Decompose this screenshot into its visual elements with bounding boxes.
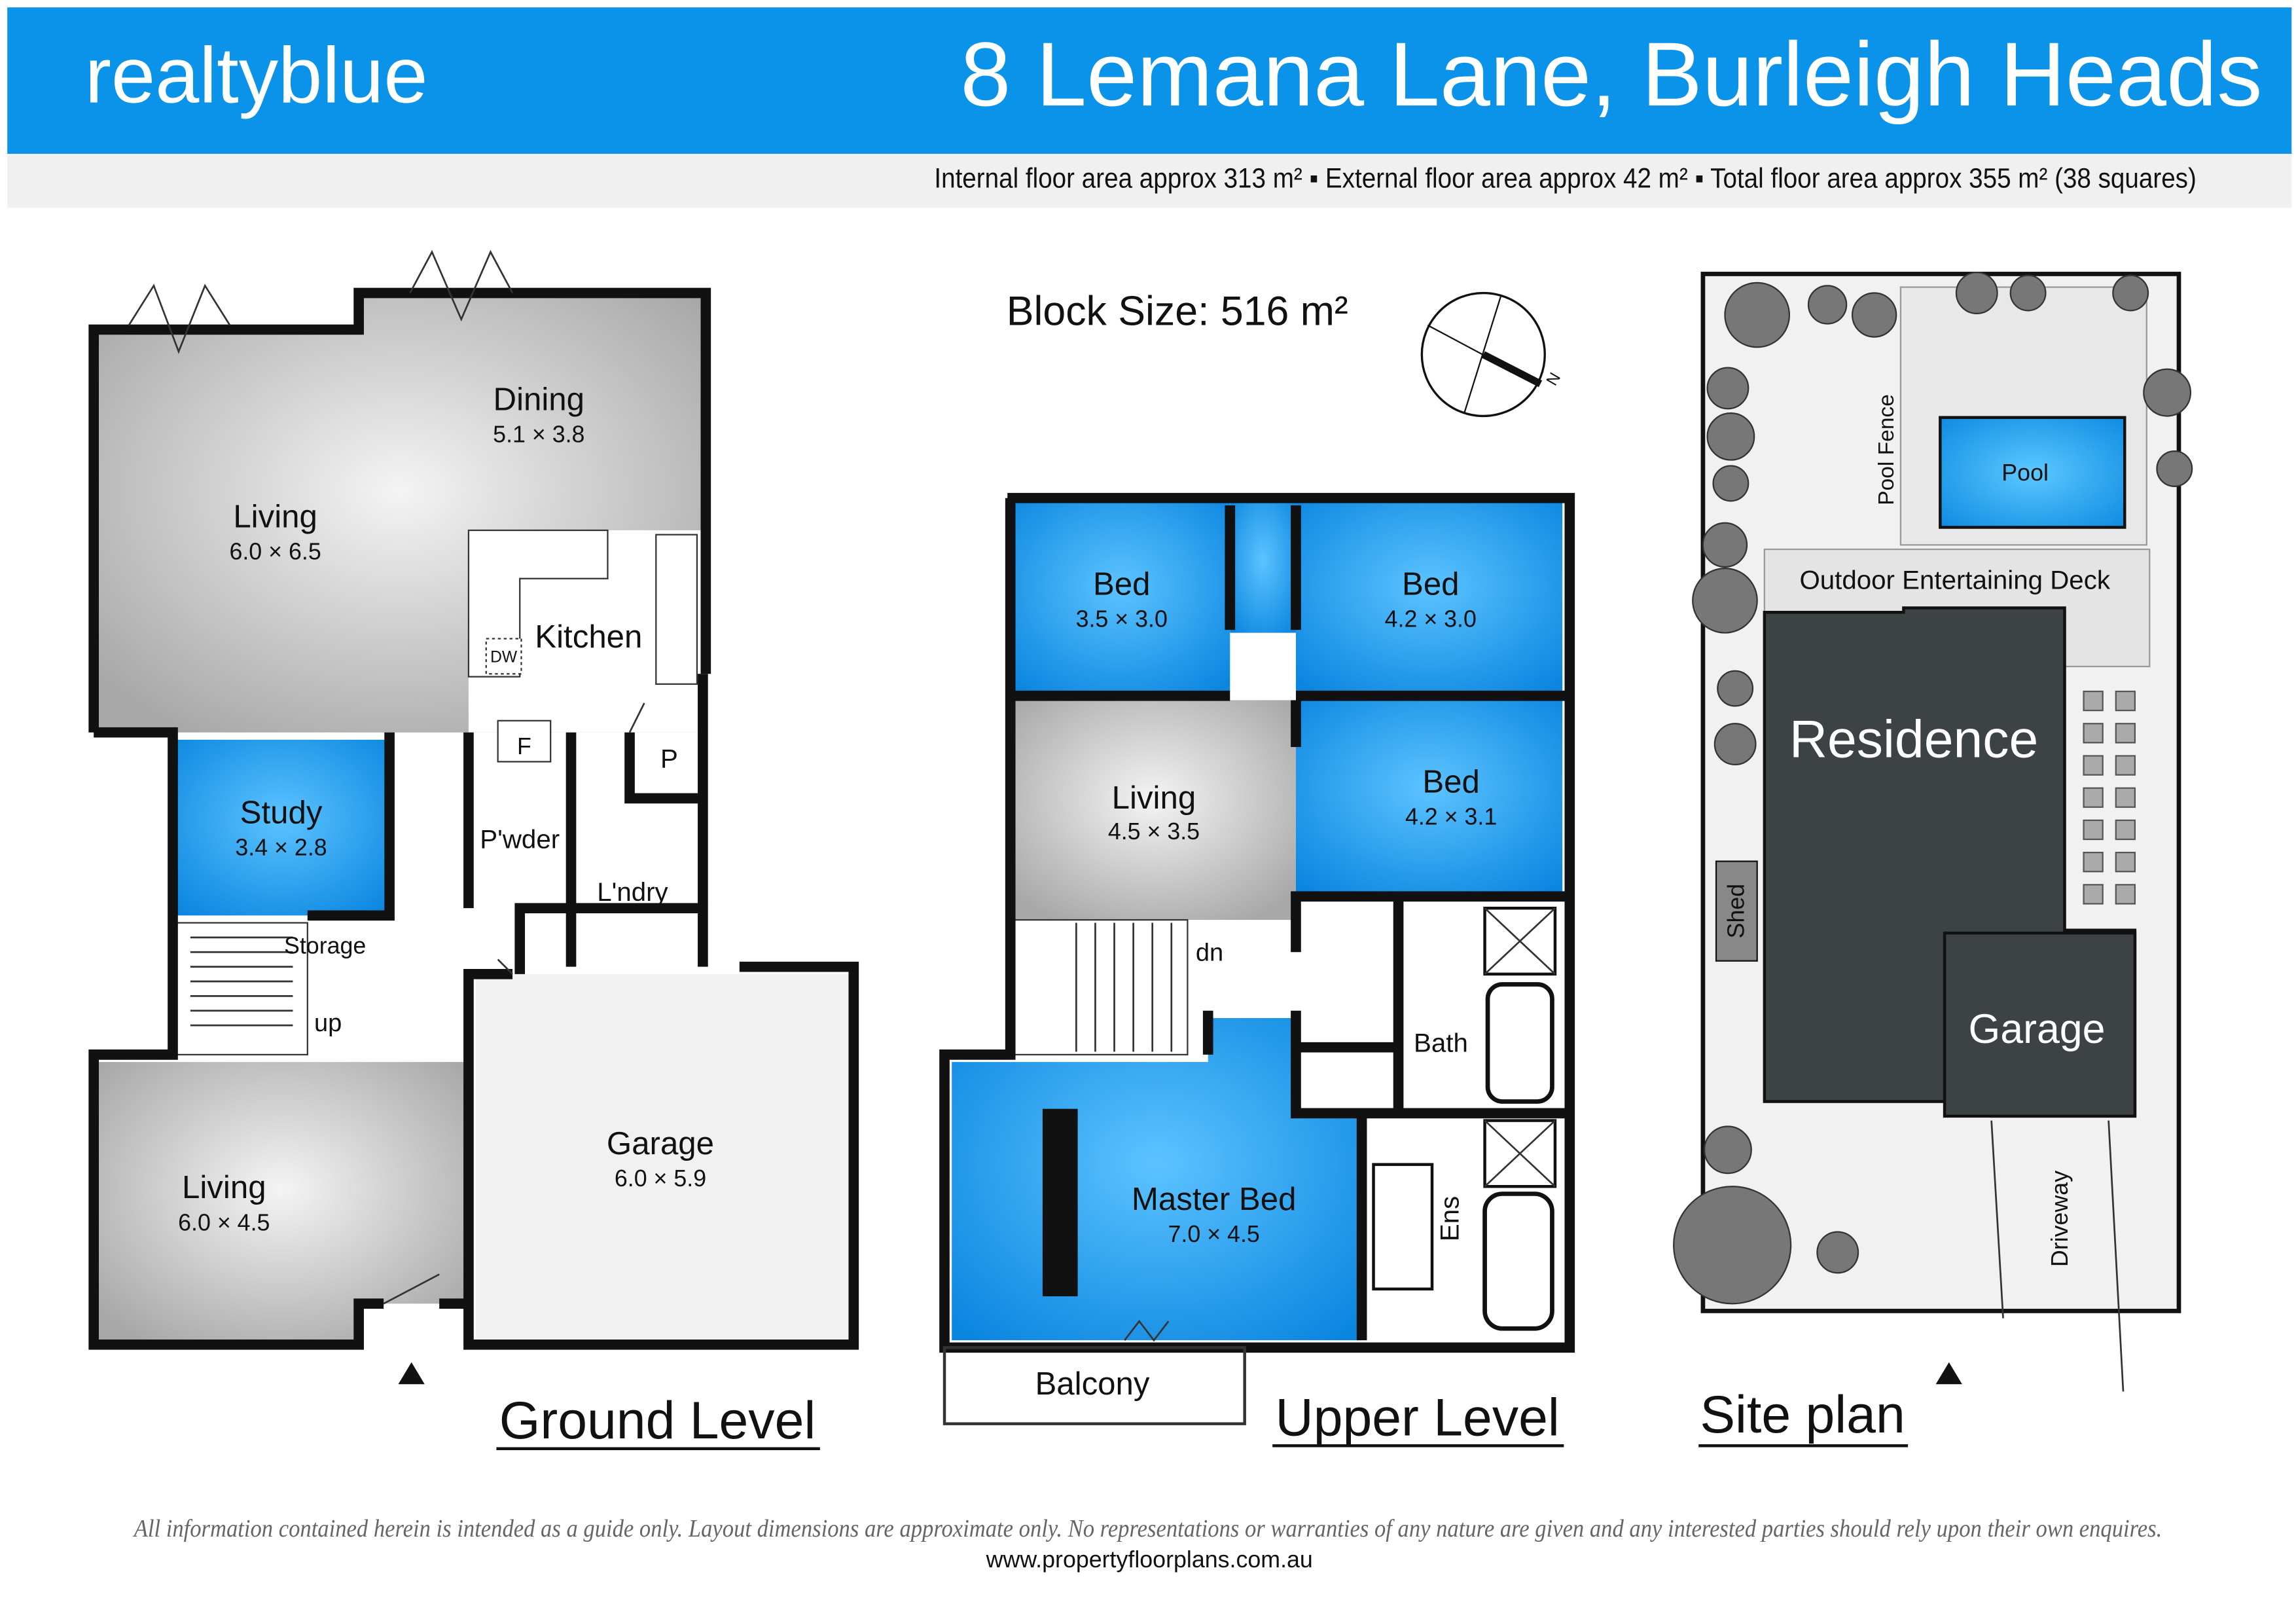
garage-site-label: Garage <box>1969 1006 2106 1052</box>
room-pantry-name: P <box>660 744 678 773</box>
room-master-bed-dims: 7.0 × 4.5 <box>1168 1221 1260 1247</box>
room-bed3-dims: 4.2 × 3.1 <box>1405 804 1497 830</box>
ground-level-plan: DW F Living 6.0 × 6.5 Dining 5.1 × 3.8 K… <box>88 249 859 1450</box>
room-garage-dims: 6.0 × 5.9 <box>615 1165 706 1192</box>
room-garage-name: Garage <box>607 1125 714 1161</box>
room-bed1-dims: 3.5 × 3.0 <box>1076 606 1168 632</box>
driveway-label: Driveway <box>2047 1171 2073 1267</box>
room-storage-name: Storage <box>284 933 366 959</box>
upper-level-plan: Block Size: 516 m² N Bed 3.5 × 3.0 Bed 4 <box>939 289 1575 1448</box>
compass-icon: N <box>1420 291 1564 418</box>
room-bed1-name: Bed <box>1093 566 1151 602</box>
brand-logo: realtyblue <box>85 31 428 120</box>
svg-text:N: N <box>1543 370 1564 389</box>
pool-label: Pool <box>2001 460 2049 486</box>
room-bath-name: Bath <box>1414 1028 1468 1057</box>
room-living-name: Living <box>233 498 317 534</box>
room-laundry-name: L'ndry <box>597 877 668 907</box>
pool-fence-label: Pool Fence <box>1874 394 1899 505</box>
tree-icons <box>1673 272 2193 1305</box>
block-size: Block Size: 516 m² <box>1007 289 1348 335</box>
room-living2-dims: 6.0 × 4.5 <box>178 1209 270 1235</box>
ground-level-title: Ground Level <box>499 1391 816 1450</box>
floor-area-summary: Internal floor area approx 313 m² ▪ Exte… <box>934 163 2197 194</box>
room-bed2-dims: 4.2 × 3.0 <box>1385 606 1477 632</box>
fridge-label: F <box>517 733 531 759</box>
site-plan: Pool Pool Fence Outdoor Entertaining Dec… <box>1673 272 2193 1448</box>
room-upper-living-name: Living <box>1112 780 1196 816</box>
website-link[interactable]: www.propertyfloorplans.com.au <box>986 1546 1313 1573</box>
room-bed3-name: Bed <box>1422 763 1480 799</box>
room-powder-name: P'wder <box>480 824 560 854</box>
room-master-bed-name: Master Bed <box>1132 1181 1297 1217</box>
stairs-up-label: up <box>314 1010 342 1037</box>
room-study-dims: 3.4 × 2.8 <box>235 835 327 861</box>
room-dining-name: Dining <box>493 381 585 417</box>
disclaimer: All information contained herein is inte… <box>132 1515 2162 1542</box>
stairs-down-label: dn <box>1196 939 1223 967</box>
room-ensuite-name: Ens <box>1435 1196 1464 1241</box>
room-living2-name: Living <box>182 1169 266 1205</box>
property-title: 8 Lemana Lane, Burleigh Heads <box>960 24 2262 125</box>
header: realtyblue 8 Lemana Lane, Burleigh Heads… <box>7 7 2292 208</box>
residence-label: Residence <box>1789 710 2039 769</box>
room-study-name: Study <box>240 794 323 830</box>
shed-label: Shed <box>1723 884 1749 939</box>
room-dining-dims: 5.1 × 3.8 <box>493 422 584 448</box>
upper-level-title: Upper Level <box>1276 1389 1560 1448</box>
deck-label: Outdoor Entertaining Deck <box>1799 565 2110 594</box>
room-living-dims: 6.0 × 6.5 <box>229 539 321 565</box>
site-plan-title: Site plan <box>1700 1385 1905 1444</box>
room-kitchen-name: Kitchen <box>535 619 642 655</box>
room-upper-living-dims: 4.5 × 3.5 <box>1108 818 1200 845</box>
dishwasher-label: DW <box>490 648 518 666</box>
room-balcony-name: Balcony <box>1035 1366 1149 1402</box>
room-bed2-name: Bed <box>1402 566 1460 602</box>
